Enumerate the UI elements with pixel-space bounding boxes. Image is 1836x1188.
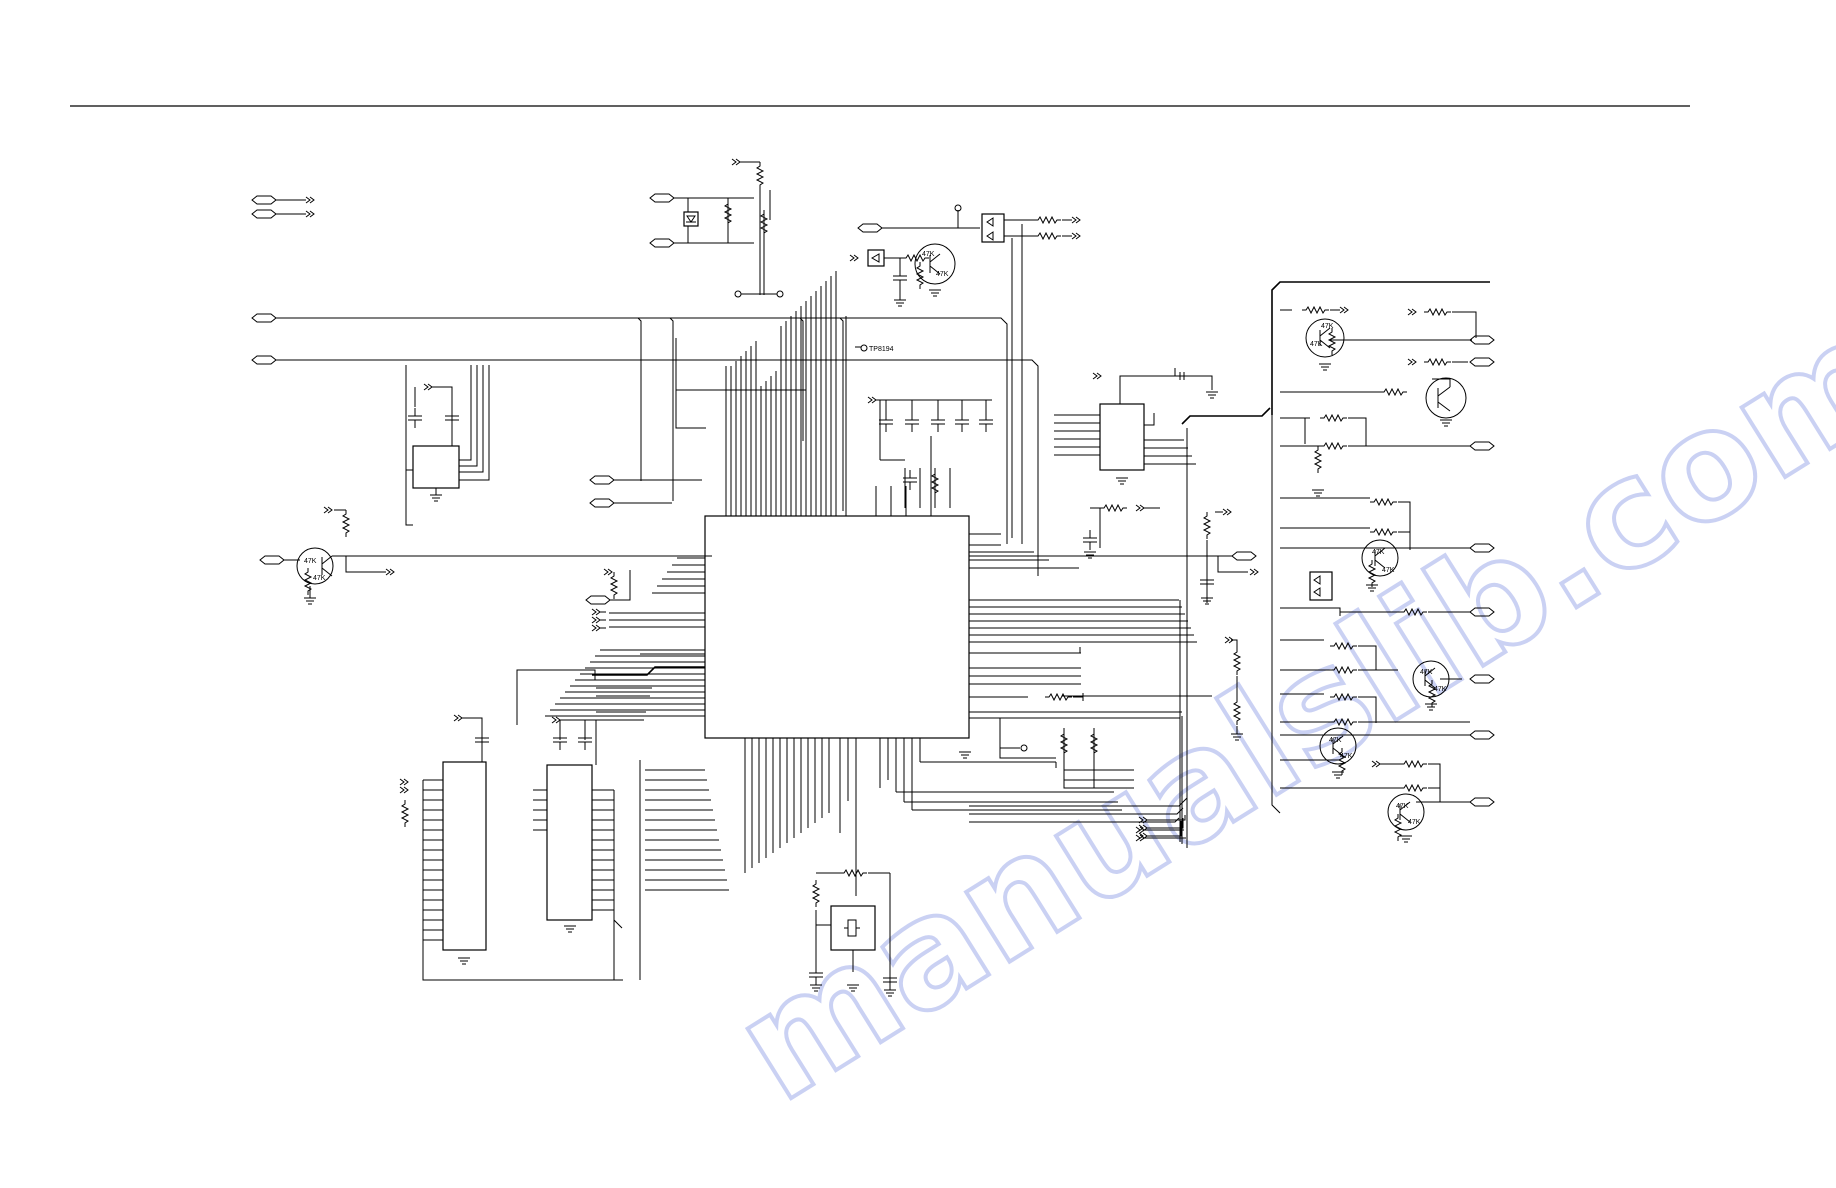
mcu-right-pins (969, 533, 1197, 719)
memory-ic-left (399, 714, 623, 981)
tx-left-r1: 47K (304, 558, 317, 565)
right-octal-ic (1054, 368, 1219, 485)
right-trunk (1179, 281, 1490, 848)
mcu-top-pins (725, 271, 932, 516)
tx-r1-b: 47K (1310, 341, 1323, 348)
tx-r5-b: 47K (1408, 819, 1421, 826)
crystal-oscillator (808, 869, 898, 997)
top-supply-network (649, 158, 784, 298)
test-point-label: TP8194 (869, 346, 894, 353)
tx-r3-b: 47K (1434, 686, 1447, 693)
main-controller-ic (704, 515, 970, 739)
top-rails (251, 313, 1039, 576)
memory-ic-right (516, 669, 623, 980)
tx-left-r2: 47K (313, 575, 326, 582)
right-driver-ladder: 47K 47K 47K 47K (1280, 306, 1495, 843)
tx-top-r2: 47K (936, 271, 949, 278)
tx-r1-a: 47K (1321, 323, 1334, 330)
mcu-left-ports (585, 475, 702, 632)
mcu-bottom-pins (744, 738, 1122, 896)
tx-top-r1: 47K (922, 251, 935, 258)
tx-r2-a: 47K (1372, 549, 1385, 556)
decoupling-capacitors (867, 396, 994, 508)
top-center-driver: 47K 47K (849, 204, 1081, 544)
tx-r5-a: 47K (1396, 803, 1409, 810)
memory-bus (592, 666, 729, 980)
tx-r4-b: 47K (1340, 753, 1353, 760)
left-input-driver: 47K 47K (259, 506, 712, 605)
legend-ports (251, 195, 315, 219)
tx-r3-a: 47K (1420, 669, 1433, 676)
tx-r4-a: 47K (1329, 737, 1342, 744)
mcu-left-pins (545, 557, 705, 717)
mcu-right-outputs (999, 636, 1244, 840)
left-small-ic (405, 365, 490, 526)
right-bottom-outputs (969, 797, 1188, 842)
right-mid-network (969, 504, 1259, 605)
test-point-tp8194: TP8194 (855, 344, 894, 353)
tx-r2-b: 47K (1382, 567, 1395, 574)
